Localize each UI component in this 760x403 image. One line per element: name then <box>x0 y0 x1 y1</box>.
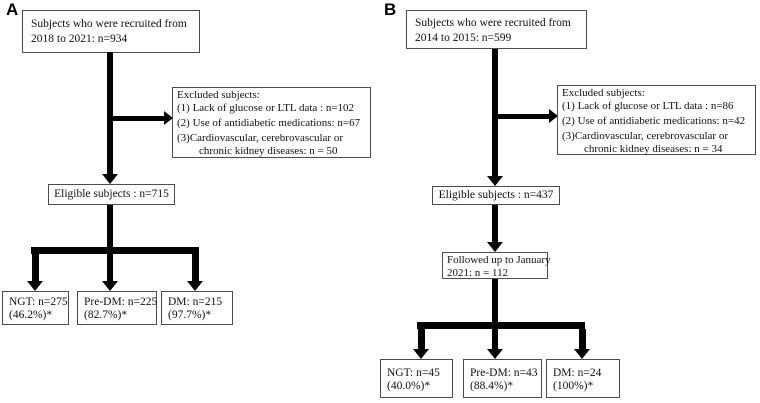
arrowhead-b-ngt <box>413 349 429 359</box>
predm-box-b: Pre-DM: n=43 (88.4%)* <box>463 359 542 398</box>
predm-b-line2: (88.4%)* <box>470 380 514 392</box>
panel-a-label: A <box>6 0 19 19</box>
excluded-b-item1: (1) Lack of glucose or LTL data : n=86 <box>562 100 734 112</box>
stub-b-left <box>418 329 425 350</box>
arrowhead-a-dm <box>187 281 203 291</box>
ngt-box-b: NGT: n=45 (40.0%)* <box>380 359 453 398</box>
panel-b-label: B <box>384 0 397 19</box>
ngt-a-line2: (46.2%)* <box>9 309 53 321</box>
predm-b-line1: Pre-DM: n=43 <box>470 367 538 379</box>
excluded-box-b: Excluded subjects: (1) Lack of glucose o… <box>557 85 756 155</box>
recruited-box-b-line2: 2014 to 2015: n=599 <box>415 32 512 44</box>
excluded-box-a: Excluded subjects: (1) Lack of glucose o… <box>172 87 371 158</box>
dm-b-line2: (100%)* <box>553 380 594 392</box>
recruited-box-a-line2: 2018 to 2021: n=934 <box>31 33 128 45</box>
eligible-box-a: Eligible subjects : n=715 <box>48 184 175 205</box>
excluded-b-item3b: chronic kidney diseases: n = 34 <box>584 143 723 155</box>
ngt-box-a: NGT: n=275 (46.2%)* <box>2 291 69 325</box>
eligible-a-text: Eligible subjects : n=715 <box>54 188 169 200</box>
followed-b-line2: 2021: n = 112 <box>447 266 509 279</box>
arrow-line-a-to-excluded <box>110 116 164 121</box>
excluded-a-item1: (1) Lack of glucose or LTL data : n=102 <box>177 102 355 114</box>
dm-a-line1: DM: n=215 <box>168 296 223 308</box>
arrowhead-a-into-eligible <box>102 174 118 184</box>
excluded-b-item3a: (3)Cardiovascular, cerebrovascular or <box>562 130 729 142</box>
arrow-line-b-followed-to-bar <box>492 279 498 322</box>
followed-box-b: Followed up to January 2021: n = 112 <box>442 252 551 279</box>
excluded-a-title: Excluded subjects: <box>177 89 260 101</box>
followed-b-line1: Followed up to January <box>447 254 551 266</box>
excluded-b-title: Excluded subjects: <box>562 87 645 99</box>
arrow-line-b-recruit-to-eligible <box>492 49 498 177</box>
dm-a-line2: (97.7%)* <box>168 309 212 321</box>
excluded-a-item2: (2) Use of antidiabetic medications: n=6… <box>177 117 361 129</box>
dm-b-line1: DM: n=24 <box>553 367 602 379</box>
arrowhead-b-into-excluded <box>549 109 558 123</box>
dm-box-a: DM: n=215 (97.7%)* <box>161 291 233 325</box>
excluded-a-item3a: (3)Cardiovascular, cerebrovascular or <box>177 132 344 144</box>
recruited-box-a: Subjects who were recruited from 2018 to… <box>22 10 200 53</box>
predm-a-line2: (82.7%)* <box>84 309 128 321</box>
stub-a-right <box>192 254 199 281</box>
arrow-line-a-recruit-to-eligible <box>107 52 113 175</box>
arrowhead-b-into-eligible <box>487 176 503 186</box>
ngt-b-line2: (40.0%)* <box>387 380 431 392</box>
arrowhead-b-predm <box>487 349 503 359</box>
excluded-a-item3b: chronic kidney diseases: n = 50 <box>199 145 338 157</box>
dm-box-b: DM: n=24 (100%)* <box>546 359 620 398</box>
recruited-box-a-line1: Subjects who were recruited from <box>31 18 187 30</box>
recruited-box-b-line1: Subjects who were recruited from <box>415 17 571 29</box>
recruited-box-b: Subjects who were recruited from 2014 to… <box>406 10 587 49</box>
arrow-line-b-to-excluded <box>495 114 549 119</box>
arrowhead-a-predm <box>102 281 118 291</box>
arrowhead-b-dm <box>574 349 590 359</box>
stub-a-left <box>32 254 39 281</box>
split-bar-a <box>31 247 199 254</box>
eligible-b-text: Eligible subjects : n=437 <box>438 189 554 201</box>
ngt-a-line1: NGT: n=275 <box>9 296 68 308</box>
stub-b-right <box>579 329 586 350</box>
eligible-box-b: Eligible subjects : n=437 <box>432 186 560 205</box>
split-bar-b <box>417 322 585 329</box>
ngt-b-line1: NGT: n=45 <box>387 367 440 379</box>
arrow-line-a-eligible-to-bar <box>107 205 113 247</box>
arrow-line-b-eligible-to-followed <box>492 205 498 243</box>
stub-b-mid <box>492 329 498 350</box>
predm-a-line1: Pre-DM: n=225 <box>84 296 158 308</box>
arrowhead-b-into-followed <box>487 242 503 252</box>
arrowhead-a-ngt <box>27 281 43 291</box>
predm-box-a: Pre-DM: n=225 (82.7%)* <box>77 291 157 325</box>
stub-a-mid <box>107 254 113 281</box>
excluded-b-item2: (2) Use of antidiabetic medications: n=4… <box>562 115 746 127</box>
arrowhead-a-into-excluded <box>164 111 173 125</box>
